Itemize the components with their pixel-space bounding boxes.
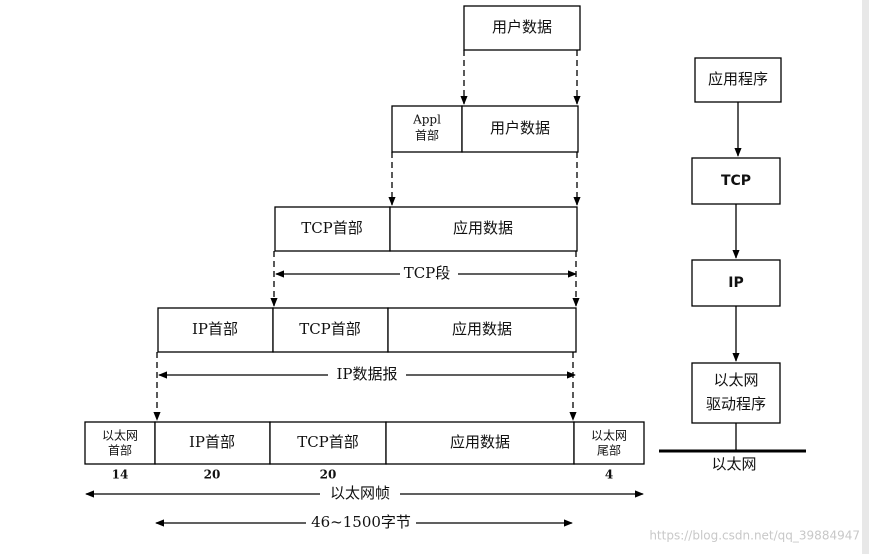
row-ethernet: 以太网 首部 IP首部 TCP首部 应用数据 以太网 尾部 xyxy=(84,421,645,465)
size-eth-header: 14 xyxy=(112,468,129,482)
ip-tcp-header-label: TCP首部 xyxy=(299,320,361,338)
ip-header-box xyxy=(157,307,274,353)
eth-trailer-line1: 以太网 xyxy=(591,428,627,443)
eth-app-data-label: 应用数据 xyxy=(450,433,510,451)
stack-driver-line2: 驱动程序 xyxy=(706,395,766,413)
ip-app-data-label: 应用数据 xyxy=(452,320,512,338)
appl-user-data-box xyxy=(461,105,579,153)
row-tcp: TCP首部 应用数据 xyxy=(274,206,578,252)
page-edge xyxy=(862,0,869,554)
stack-driver-line1: 以太网 xyxy=(713,371,758,389)
eth-tcp-header-label: TCP首部 xyxy=(297,433,359,451)
ethernet-frame-label-bg xyxy=(320,484,400,504)
stack-ip-label: IP xyxy=(728,275,743,291)
eth-tcp-header-box xyxy=(269,421,387,465)
row-application: Appl 首部 用户数据 xyxy=(391,105,579,153)
appl-header-line1: Appl xyxy=(412,113,441,127)
user-data-box xyxy=(463,5,581,51)
stack-ethernet-label: 以太网 xyxy=(711,455,756,473)
size-eth-trailer: 4 xyxy=(605,468,613,482)
tcp-app-data-label: 应用数据 xyxy=(453,219,513,237)
stack-application-label: 应用程序 xyxy=(708,70,768,88)
stack-tcp-label: TCP xyxy=(721,173,751,189)
eth-header-line1: 以太网 xyxy=(102,428,138,443)
size-ip-header: 20 xyxy=(204,468,221,482)
stack-tcp-box xyxy=(691,157,781,205)
stack-driver-box xyxy=(691,362,781,424)
tcp-header-box xyxy=(274,206,391,252)
ip-header-label: IP首部 xyxy=(192,320,238,338)
eth-trailer-line2: 尾部 xyxy=(597,443,621,458)
row-ip: IP首部 TCP首部 应用数据 xyxy=(157,307,577,353)
user-data-label: 用户数据 xyxy=(492,18,552,36)
watermark: https://blog.csdn.net/qq_39884947 xyxy=(649,529,860,543)
eth-ip-header-label: IP首部 xyxy=(189,433,235,451)
appl-user-data-label: 用户数据 xyxy=(490,119,550,137)
payload-range-label: 46~1500字节 xyxy=(311,513,411,531)
eth-ip-header-box xyxy=(154,421,271,465)
ethernet-frame-label: 以太网帧 xyxy=(330,484,390,502)
eth-header-line2: 首部 xyxy=(108,443,132,458)
eth-app-data-box xyxy=(385,421,575,465)
tcp-segment-label-bg xyxy=(400,264,458,284)
size-tcp-header: 20 xyxy=(320,468,337,482)
tcp-app-data-box xyxy=(389,206,578,252)
payload-range-label-bg xyxy=(306,513,416,533)
ip-datagram-label-bg xyxy=(328,365,406,385)
ip-datagram-label: IP数据报 xyxy=(336,365,397,383)
ip-tcp-header-box xyxy=(272,307,389,353)
appl-header-line2: 首部 xyxy=(415,128,439,143)
stack-ip-box xyxy=(691,259,781,307)
eth-trailer-box xyxy=(573,421,645,465)
row-user-data: 用户数据 xyxy=(463,5,581,51)
ip-app-data-box xyxy=(387,307,577,353)
tcp-header-label: TCP首部 xyxy=(301,219,363,237)
appl-header-box xyxy=(391,105,463,153)
tcp-segment-label: TCP段 xyxy=(404,264,451,282)
protocol-stack: 应用程序 TCP IP 以太网 驱动程序 以太网 xyxy=(659,57,806,473)
